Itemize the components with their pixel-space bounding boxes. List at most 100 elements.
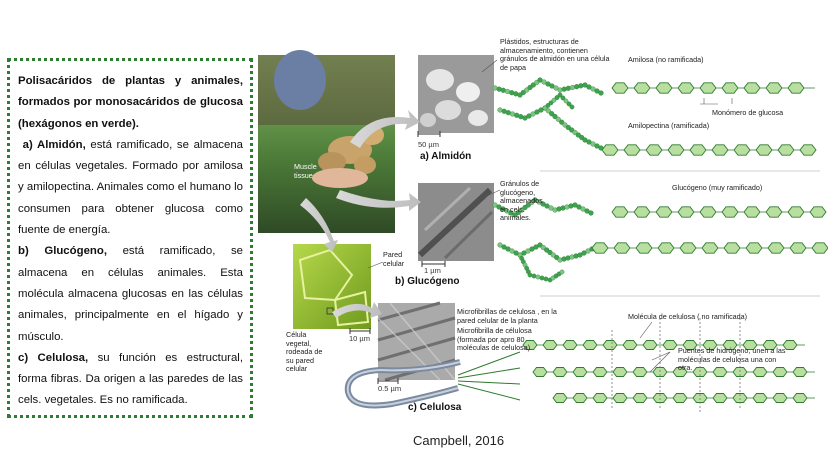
glucose-hexagon [572,393,588,403]
glucose-bead [557,87,563,93]
glucose-bead [545,81,551,87]
glucose-bead [582,82,588,88]
glycogen-paragraph: b) Glucógeno, está ramificado, se almace… [18,241,243,347]
glucose-hexagon [552,393,568,403]
glucose-hexagon [601,144,619,156]
glycogen-chain-2 [591,242,828,254]
glucose-bead [550,252,556,258]
glucose-bead [530,111,536,117]
glycogen-branching-label: Glucógeno (muy ramificado) [672,183,763,192]
glucose-hexagon [582,340,598,350]
glucose-hexagon [767,242,785,254]
amylose-chain [611,82,815,94]
hydrogen-bonds-label: Puentes de hidrógeno, unen a las molécul… [678,346,786,373]
amylopectin-beads [497,105,604,151]
glucose-bead [513,250,519,256]
glucose-hexagon [799,144,817,156]
glucose-hexagon [689,144,707,156]
glucose-hexagon [682,340,698,350]
cell-wall-label: Pared celular [383,250,405,268]
glucose-hexagon [642,340,658,350]
glucose-bead [559,119,565,125]
glucose-hexagon [765,206,783,218]
glucose-hexagon [633,82,651,94]
glucose-bead [566,101,572,107]
glucose-hexagon [699,82,717,94]
glycogen-beads-1 [492,197,594,218]
glucose-bead [575,132,581,138]
plant-cell-photo [293,244,371,329]
glucose-bead [590,141,596,147]
glucose-hexagon [792,393,808,403]
glucose-hexagon [592,393,608,403]
starch-paragraph: a) Almidón, está ramificado, se almacena… [18,135,243,241]
glucose-bead [540,201,546,207]
glucose-hexagon [787,206,805,218]
starch-micrograph [418,55,494,133]
glucose-hexagon [743,206,761,218]
glucose-hexagon [712,393,728,403]
glucose-bead [504,208,510,214]
glucose-bead [508,210,514,216]
glucose-hexagon [657,242,675,254]
cellulose-chain-1 [522,340,805,350]
glucose-bead [563,98,569,104]
glucose-hexagon [762,340,778,350]
glucose-bead [540,244,546,251]
glucose-bead [535,274,541,280]
glucose-hexagon [721,82,739,94]
glucose-bead [532,197,538,203]
glucose-hexagon [787,82,805,94]
glucose-bead [582,137,588,143]
glucose-hexagon [613,242,631,254]
glucose-hexagon [723,242,741,254]
glucose-bead [544,203,550,209]
scale-10um: 10 µm [349,334,370,343]
starch-section-title: a) Almidón [420,151,472,162]
glucose-hexagon [623,144,641,156]
glucose-hexagon [552,367,568,377]
glycogen-chain-1 [611,206,827,218]
scale-05um: 0.5 µm [378,384,402,393]
glucose-bead [552,113,558,120]
glucose-hexagon [782,340,798,350]
glucose-hexagon [743,82,761,94]
glucose-hexagon [532,367,548,377]
glucose-bead [525,202,531,208]
hydrogen-bonds [611,318,741,412]
glucose-hexagon [612,393,628,403]
glucose-bead [555,116,561,122]
glucose-bead [557,92,563,98]
glucose-hexagon [677,206,695,218]
glucose-bead [565,85,571,91]
glucose-bead [584,208,590,214]
glucose-hexagon [777,144,795,156]
glucose-hexagon [733,144,751,156]
glucose-hexagon [672,367,688,377]
glucose-bead [497,242,503,248]
cellulose-title: c) Celulosa, [18,351,89,364]
glucose-hexagon [655,206,673,218]
glycogen-branch [517,252,565,283]
glucose-bead [521,250,527,256]
glucose-bead [530,82,536,88]
cellulose-microfibrils-label: Microfibrillas de celulosa , en la pared… [457,307,557,325]
glucose-bead [588,210,594,216]
glucose-bead [548,205,554,211]
glucose-hexagon [702,340,718,350]
glucose-hexagon [645,144,663,156]
glucose-hexagon [677,82,695,94]
glucose-hexagon [672,393,688,403]
glucose-hexagon [522,340,538,350]
glucose-bead [513,91,519,97]
glucose-hexagon [679,242,697,254]
grey-arrows [300,110,421,318]
glucose-hexagon [722,340,738,350]
cellulose-chain-3 [552,393,815,403]
scale-50um: 50 µm [418,140,439,149]
glucose-hexagon [592,367,608,377]
pointer-lines [367,59,733,373]
glucose-bead [534,109,540,115]
glucose-bead [525,248,531,254]
